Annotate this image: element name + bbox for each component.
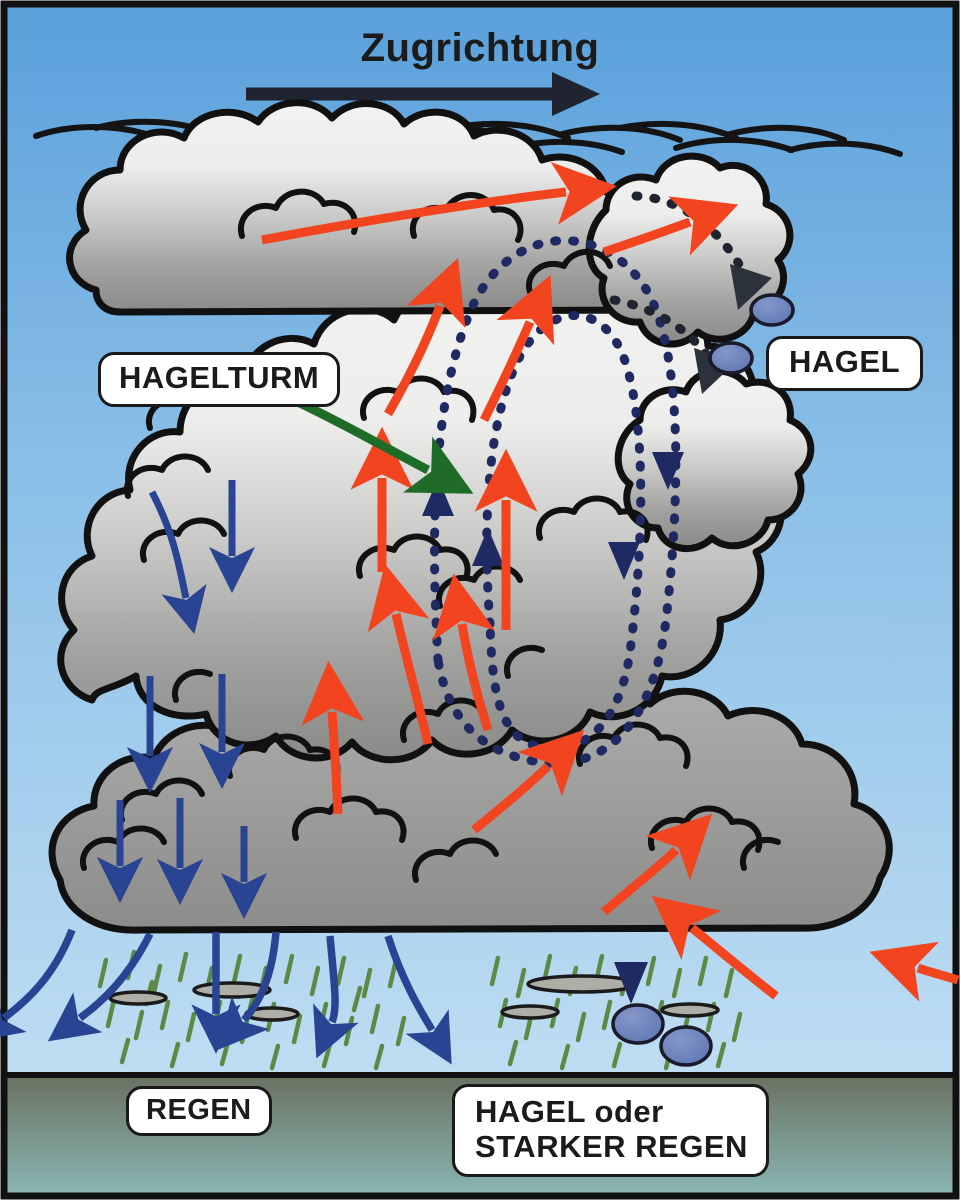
storm-motion-arrow xyxy=(246,72,600,116)
scud-cloud xyxy=(500,1004,560,1020)
circulation-arrowheads xyxy=(422,452,684,1004)
circ-down-arrowhead-surface xyxy=(614,962,648,1004)
hailstone-aloft xyxy=(708,341,754,375)
label-hagel: HAGEL xyxy=(766,336,923,391)
circ-up-arrowhead xyxy=(472,528,504,566)
label-line-1: HAGEL oder xyxy=(475,1094,664,1129)
hailstone-ground xyxy=(611,1003,665,1045)
circulation-loop-outer xyxy=(430,236,681,768)
updraft-arrows xyxy=(261,162,960,1002)
label-line-2: STARKER REGEN xyxy=(475,1128,748,1164)
circ-down-arrowhead xyxy=(608,542,640,580)
hailstone-ground xyxy=(659,1025,713,1067)
scud-cloud xyxy=(526,974,638,994)
scud-cloud xyxy=(660,1002,720,1018)
outflow-arrows xyxy=(0,928,452,1065)
label-hagelturm: HAGELTURM xyxy=(98,352,341,407)
label-regen: REGEN xyxy=(126,1086,272,1137)
hailstones xyxy=(611,293,795,1067)
hailstone-aloft xyxy=(749,293,795,327)
circ-down-arrowhead xyxy=(652,452,684,490)
downdraft-arrows xyxy=(96,480,268,920)
circ-up-arrowhead xyxy=(422,478,454,516)
page-title: Zugrichtung xyxy=(360,26,600,70)
scud-cloud xyxy=(108,990,168,1006)
